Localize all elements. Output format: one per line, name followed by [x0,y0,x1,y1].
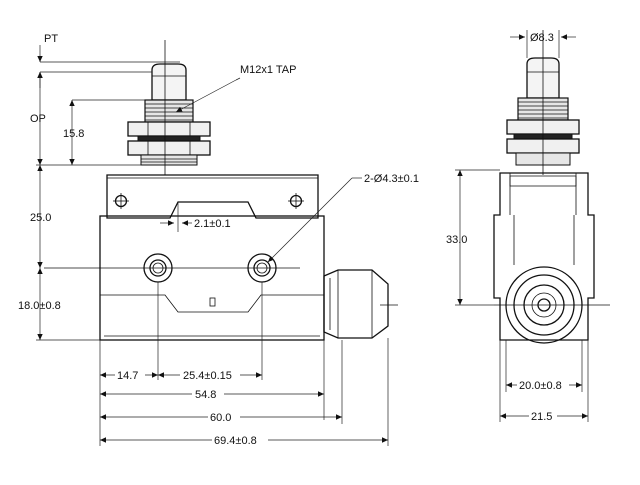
front-washer [137,135,201,142]
label-69-4: 69.4±0.8 [214,435,257,447]
dim-plunger-dia: Ø8.3 [510,30,576,58]
dim-54-8: 54.8 [100,387,324,401]
front-cover-plate [106,174,319,219]
label-14-7: 14.7 [117,370,138,382]
label-25-4: 25.4±0.15 [183,370,232,382]
label-60: 60.0 [210,412,231,424]
dim-height-25: 25.0 [30,165,51,268]
dim-op-length: 15.8 [63,99,145,165]
label-54-8: 54.8 [195,389,216,401]
label-thread: M12x1 TAP [240,64,296,76]
label-plunger-dia: Ø8.3 [530,32,554,44]
callout-thread: M12x1 TAP [175,64,296,113]
dim-25-4: 25.4±0.15 [158,368,262,382]
front-lower-nut [127,140,211,156]
label-width-21-5: 21.5 [531,411,552,423]
front-threaded-bushing [144,99,194,123]
label-slot: 2.1±0.1 [194,218,231,230]
dim-op: OP [30,72,141,166]
label-pt: PT [44,33,58,45]
label-height-18: 18.0±0.8 [18,300,61,312]
front-upper-nut [127,121,211,137]
callout-holes: 2-Ø4.3±0.1 [267,173,419,263]
label-op-length: 15.8 [63,128,84,140]
dim-14-7: 14.7 [100,368,158,382]
label-width-20: 20.0±0.8 [519,380,562,392]
side-view: Ø8.3 33.0 20.0±0.8 21.5 [446,30,610,423]
body-marker [209,297,216,307]
label-height-25: 25.0 [30,212,51,224]
front-view: PT OP 15.8 25.0 18.0±0.8 M12x1 TAP [18,33,419,447]
side-body [493,172,595,341]
dim-height-33: 33.0 [446,169,500,306]
front-bushing-base [140,154,198,166]
front-plunger [151,63,187,101]
label-height-33: 33.0 [446,234,467,246]
dim-60: 60.0 [100,410,342,424]
dim-width-20: 20.0±0.8 [505,340,583,392]
label-holes: 2-Ø4.3±0.1 [364,173,419,185]
dim-width-21-5: 21.5 [499,340,589,423]
front-body [99,215,325,341]
dim-slot: 2.1±0.1 [160,202,231,232]
dim-height-18: 18.0±0.8 [18,268,100,341]
dim-69-4: 69.4±0.8 [100,433,388,447]
front-cable-gland [323,269,389,339]
label-op: OP [30,113,46,125]
